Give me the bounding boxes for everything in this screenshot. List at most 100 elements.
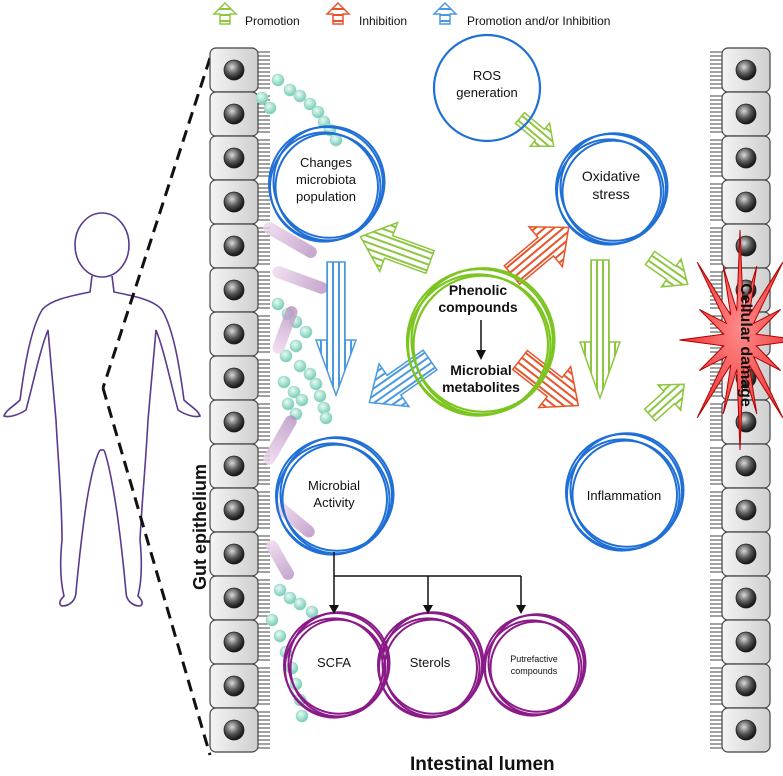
bacterium-rod: [272, 306, 298, 354]
left-epithelium-cell: [209, 399, 270, 445]
microbiota-circle: [268, 125, 386, 243]
inflammation-label: Inflammation: [587, 488, 661, 503]
arrow-phenolic-to-activity: [368, 349, 438, 408]
inflammation-circle: [565, 432, 685, 552]
ros-label-line1: ROS: [473, 68, 502, 83]
arrow-oxidative-to-inflammation: [578, 259, 622, 401]
bacterium-coccus: [263, 101, 277, 115]
right-epithelium: [710, 47, 771, 753]
left-epithelium-cell: [209, 575, 270, 621]
right-epithelium-cell: [710, 179, 771, 225]
sterols-label: Sterols: [410, 655, 451, 670]
bacterium-coccus: [273, 629, 287, 643]
bacterium-rod: [275, 502, 315, 538]
right-epithelium-cell: [710, 531, 771, 577]
cellular-damage-burst: Cellular damage: [679, 229, 783, 451]
left-epithelium-cell: [209, 443, 270, 489]
arrow-oxidative-to-damage: [644, 250, 689, 288]
phenolic-circle: [405, 267, 556, 417]
arrow-inflammation-to-damage: [643, 383, 686, 423]
bacterium-rod: [272, 266, 328, 294]
phenolic-node: Phenolic compounds Microbial metabolites: [438, 282, 520, 395]
left-epithelium-cell: [209, 487, 270, 533]
right-epithelium-cell: [710, 575, 771, 621]
putrefactive-node: Putrefactive compounds: [510, 654, 558, 676]
bacterium-coccus: [283, 83, 297, 97]
inhibition-legend-icon: [325, 1, 351, 25]
metabolites-label-line1: Microbial: [450, 362, 511, 378]
promotion-legend-icon: [212, 1, 238, 25]
right-epithelium-cell: [710, 663, 771, 709]
left-epithelium-cell: [209, 311, 270, 357]
bacterium-coccus: [273, 583, 287, 597]
bacterium-coccus: [277, 375, 291, 389]
bacterium-coccus: [293, 89, 307, 103]
bacterium-coccus: [283, 591, 297, 605]
legend-promotion-label: Promotion: [245, 14, 300, 28]
bacterium-rod: [263, 415, 297, 465]
right-epithelium-cell: [710, 443, 771, 489]
left-epithelium: [209, 47, 270, 753]
right-epithelium-cell: [710, 47, 771, 93]
cellular-damage-label: Cellular damage: [737, 283, 754, 407]
human-figure: [2, 212, 202, 607]
scfa-circle: [283, 611, 391, 719]
ros-circle: [432, 33, 542, 143]
putrefactive-label-line1: Putrefactive: [510, 654, 558, 664]
right-epithelium-cell: [710, 91, 771, 137]
bacterium-coccus: [281, 397, 295, 411]
bacterium-coccus: [287, 385, 301, 399]
phenolic-label-line2: compounds: [438, 299, 518, 315]
bacteria-decoration: [255, 73, 343, 723]
bacterium-coccus: [279, 349, 293, 363]
intestinal-lumen-label: Intestinal lumen: [410, 754, 555, 775]
bacterium-coccus: [271, 73, 285, 87]
activity-node: Microbial Activity: [308, 478, 360, 510]
left-epithelium-cell: [209, 135, 270, 181]
left-epithelium-cell: [209, 531, 270, 577]
bacterium-coccus: [293, 597, 307, 611]
arrow-microbiota-to-activity: [314, 261, 358, 398]
bacterium-coccus: [289, 339, 303, 353]
microbiota-label-line1: Changes: [300, 155, 353, 170]
phenolic-to-metabolites-arrow: [476, 320, 486, 360]
zoom-lines: [101, 57, 212, 756]
left-epithelium-cell: [209, 355, 270, 401]
bacterium-coccus: [293, 359, 307, 373]
bacterium-coccus: [311, 105, 325, 119]
left-epithelium-cell: [209, 267, 270, 313]
oxidative-label-line2: stress: [592, 186, 629, 202]
left-epithelium-cell: [209, 619, 270, 665]
sterols-node: Sterols: [410, 655, 451, 670]
putrefactive-label-line2: compounds: [511, 666, 558, 676]
bacterium-coccus: [255, 91, 269, 105]
metabolites-label-line2: metabolites: [442, 379, 520, 395]
sterols-circle: [377, 611, 485, 719]
activity-branch-lines: [329, 552, 526, 614]
ros-label-line2: generation: [456, 85, 517, 100]
legend-both-label: Promotion and/or Inhibition: [467, 14, 610, 28]
legend: Promotion Inhibition Promotion and/or In…: [212, 1, 610, 28]
activity-label-line1: Microbial: [308, 478, 360, 493]
arrow-phenolic-to-inflammation: [511, 349, 580, 409]
legend-inhibition-label: Inhibition: [359, 14, 407, 28]
left-epithelium-cell: [209, 663, 270, 709]
left-epithelium-cell: [209, 47, 270, 93]
phenolic-label-line1: Phenolic: [449, 282, 508, 298]
inflammation-node: Inflammation: [587, 488, 661, 503]
right-epithelium-cell: [710, 135, 771, 181]
microbiota-node: Changes microbiota population: [296, 155, 357, 204]
bacterium-coccus: [295, 393, 309, 407]
left-epithelium-cell: [209, 179, 270, 225]
arrow-ros-to-oxidative: [514, 111, 555, 148]
scfa-node: SCFA: [317, 655, 351, 670]
bacterium-coccus: [309, 377, 323, 391]
bacterium-coccus: [271, 297, 285, 311]
microbiota-label-line3: population: [296, 189, 356, 204]
gut-epithelium-label: Gut epithelium: [190, 464, 210, 590]
both-legend-icon: [432, 1, 458, 25]
bacterium-coccus: [303, 97, 317, 111]
bacterium-coccus: [313, 389, 327, 403]
microbiota-label-line2: microbiota: [296, 172, 357, 187]
